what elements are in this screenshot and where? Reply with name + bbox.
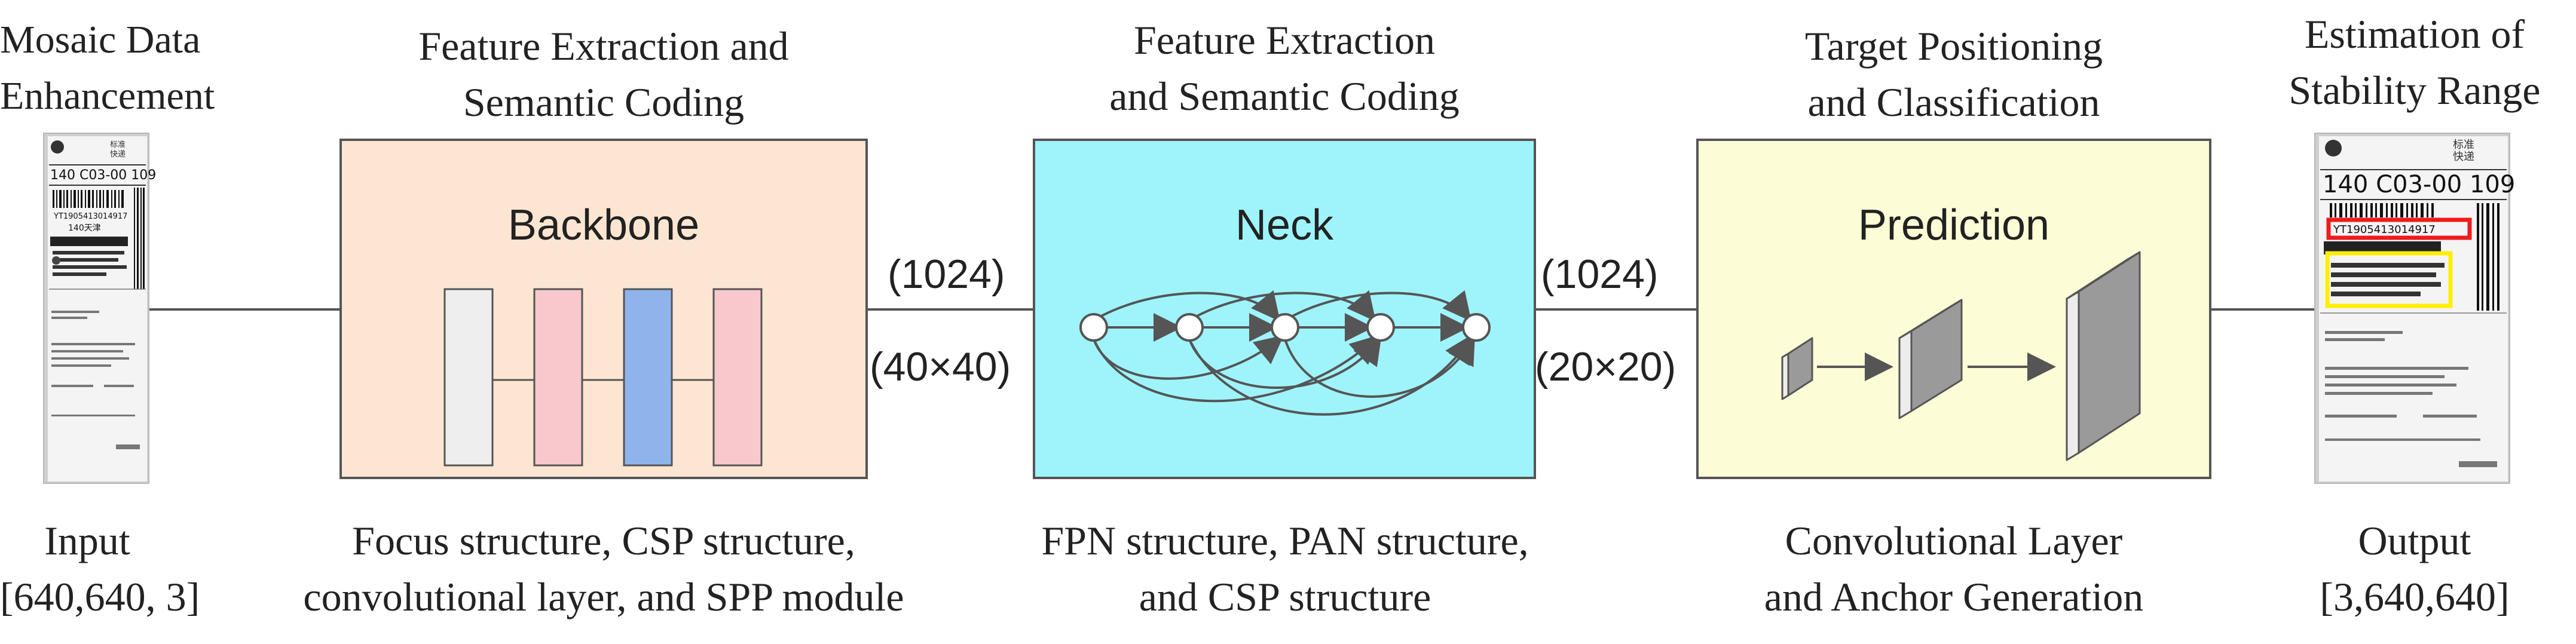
prediction-feature-medium [1898,299,1963,419]
neck-block: Neck [1033,139,1536,479]
courier-logo-icon [51,140,64,154]
backbone-caption-line1: Focus structure, CSP structure, [352,518,855,563]
neck-heading-line1: Feature Extraction [1133,17,1436,63]
output-parcel-label: 标准 快递 140 C03-00 109 YT1905413014917 [2319,136,2515,482]
neck-caption-line1: FPN structure, PAN structure, [1041,518,1529,563]
neck-graph [1079,290,1491,416]
prediction-caption-line2: and Anchor Generation [1764,574,2144,620]
svg-text:YT1905413014917: YT1905413014917 [2333,223,2436,236]
barcode [2330,203,2499,311]
prediction-layers [1781,251,2141,461]
output-heading-line1: Estimation of [2304,11,2525,57]
output-caption: Output [3,640,640] [2253,513,2576,625]
neck-node-1 [1079,313,1108,342]
svg-text:140 C03-00 109: 140 C03-00 109 [2323,171,2515,198]
output-parcel-photo: 标准 快递 140 C03-00 109 YT1905413014917 [2314,133,2515,484]
svg-text:YT1905413014917: YT1905413014917 [53,212,127,221]
input-caption: Input [640,640, 3] [0,513,200,625]
backbone-caption: Focus structure, CSP structure, convolut… [257,513,950,625]
connector-input-backbone [149,308,339,311]
backbone-block: Backbone [339,139,868,479]
prediction-heading: Target Positioning and Classification [1696,18,2211,130]
connector-prediction-output [2211,308,2314,311]
backbone-heading-line1: Feature Extraction and [418,23,789,69]
svg-text:标准: 标准 [2453,139,2474,151]
output-heading-line2: Stability Range [2289,68,2541,113]
neck-prediction-size: (20×20) [1535,344,1676,390]
svg-text:标准: 标准 [110,140,126,149]
output-caption-line1: Output [2358,518,2471,563]
backbone-layer-conv [623,288,673,467]
neck-caption-line2: and CSP structure [1139,574,1431,620]
backbone-neck-size: (40×40) [870,344,1011,390]
prediction-title: Prediction [1858,201,2050,249]
output-caption-line2: [3,640,640] [2320,574,2510,620]
svg-text:快递: 快递 [2453,151,2474,163]
prediction-caption: Convolutional Layer and Anchor Generatio… [1696,513,2211,625]
detection-box-yellow [2325,251,2453,308]
input-caption-line1: Input [44,518,130,563]
connector-neck-prediction [1536,308,1696,311]
connector-backbone-neck [868,308,1033,311]
neck-node-5 [1462,313,1491,342]
input-parcel-label: 标准 快递 140 C03-00 109 YT1905413014917 140… [48,136,156,482]
neck-title: Neck [1235,201,1334,249]
backbone-caption-line2: convolutional layer, and SPP module [303,574,904,620]
input-caption-line2: [640,640, 3] [0,574,200,620]
prediction-heading-line1: Target Positioning [1804,23,2103,69]
neck-heading: Feature Extraction and Semantic Coding [1033,12,1536,124]
output-heading: Estimation of Stability Range [2265,6,2564,118]
svg-text:快递: 快递 [110,150,126,159]
svg-text:140天津: 140天津 [68,223,101,233]
backbone-layers [443,288,763,467]
input-parcel-photo: 标准 快递 140 C03-00 109 YT1905413014917 140… [43,133,156,484]
backbone-layer-csp [533,288,583,467]
backbone-title: Backbone [507,201,700,249]
svg-text:140 C03-00 109: 140 C03-00 109 [50,168,156,183]
backbone-heading: Feature Extraction and Semantic Coding [341,18,867,130]
neck-prediction-channels: (1024) [1541,252,1659,297]
courier-logo-icon [2325,140,2342,157]
neck-node-3 [1271,313,1299,342]
neck-node-4 [1366,313,1395,342]
prediction-caption-line1: Convolutional Layer [1785,518,2123,563]
input-heading-line2: Enhancement [0,74,215,118]
backbone-neck-channels: (1024) [888,252,1005,297]
prediction-heading-line2: and Classification [1807,79,2100,125]
neck-caption: FPN structure, PAN structure, and CSP st… [980,513,1590,625]
backbone-layer-spp [712,288,763,467]
neck-node-2 [1175,313,1204,342]
barcode [53,188,145,289]
neck-heading-line2: and Semantic Coding [1109,73,1460,119]
input-heading: Mosaic Data Enhancement [0,12,215,124]
detection-box-red [2326,217,2472,240]
backbone-heading-line2: Semantic Coding [463,79,745,125]
input-heading-line1: Mosaic Data [0,18,201,62]
prediction-block: Prediction [1696,139,2211,479]
prediction-feature-small [1781,337,1813,400]
backbone-layer-focus [443,288,494,467]
prediction-feature-large [2066,251,2141,461]
